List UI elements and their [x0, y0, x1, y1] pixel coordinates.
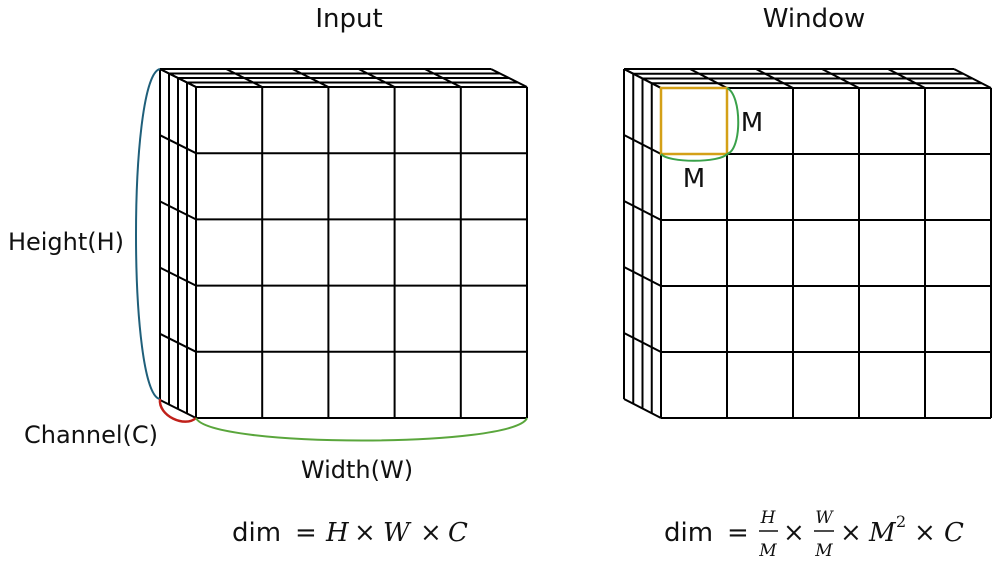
svg-text:M: M [868, 518, 897, 548]
svg-text:=: = [727, 518, 749, 548]
width-label: Width(W) [301, 456, 413, 484]
svg-text:H: H [760, 508, 777, 528]
left-depth-edge [623, 266, 662, 287]
left-depth-edge [623, 332, 662, 353]
svg-text:W: W [383, 518, 412, 548]
input-tensor [159, 68, 528, 419]
left-depth-edge [623, 68, 662, 89]
input-title: Input [315, 4, 382, 34]
window-brace-right [726, 87, 740, 155]
svg-text:dim: dim [232, 518, 281, 548]
window-tensor [623, 68, 992, 419]
svg-text:×: × [840, 518, 862, 548]
svg-text:W: W [815, 508, 834, 528]
left-depth-edge [159, 200, 197, 221]
svg-text:M: M [814, 541, 833, 561]
window-box [659, 86, 729, 156]
window-title: Window [763, 4, 866, 34]
height-label: Height(H) [8, 228, 124, 256]
channel-brace [158, 398, 197, 423]
svg-text:×: × [914, 518, 936, 548]
svg-text:H: H [325, 518, 350, 548]
left-depth-edge [159, 399, 197, 419]
svg-text:×: × [783, 518, 805, 548]
left-depth-edge [159, 68, 197, 88]
left-depth-edge [623, 134, 662, 155]
svg-text:2: 2 [896, 512, 906, 531]
left-depth-edge [159, 266, 197, 287]
svg-text:C: C [944, 518, 964, 548]
left-depth-edge [159, 134, 197, 155]
window-size-label-bottom: M [683, 164, 705, 194]
width-brace [195, 417, 528, 442]
window-dim-formula: dim = H M × W M × M 2 × C [664, 508, 964, 561]
svg-text:×: × [420, 518, 442, 548]
left-depth-edge [623, 200, 662, 221]
svg-text:=: = [295, 518, 317, 548]
height-brace [135, 68, 161, 400]
svg-text:M: M [758, 541, 777, 561]
svg-text:×: × [354, 518, 376, 548]
window-brace-bottom [660, 153, 728, 162]
window-size-label-right: M [741, 108, 763, 138]
svg-text:dim: dim [664, 518, 713, 548]
svg-text:C: C [448, 518, 468, 548]
input-dim-formula: dim = H × W × C [232, 518, 468, 548]
left-depth-edge [159, 332, 197, 353]
left-depth-edge [623, 398, 662, 419]
channel-label: Channel(C) [24, 421, 158, 449]
